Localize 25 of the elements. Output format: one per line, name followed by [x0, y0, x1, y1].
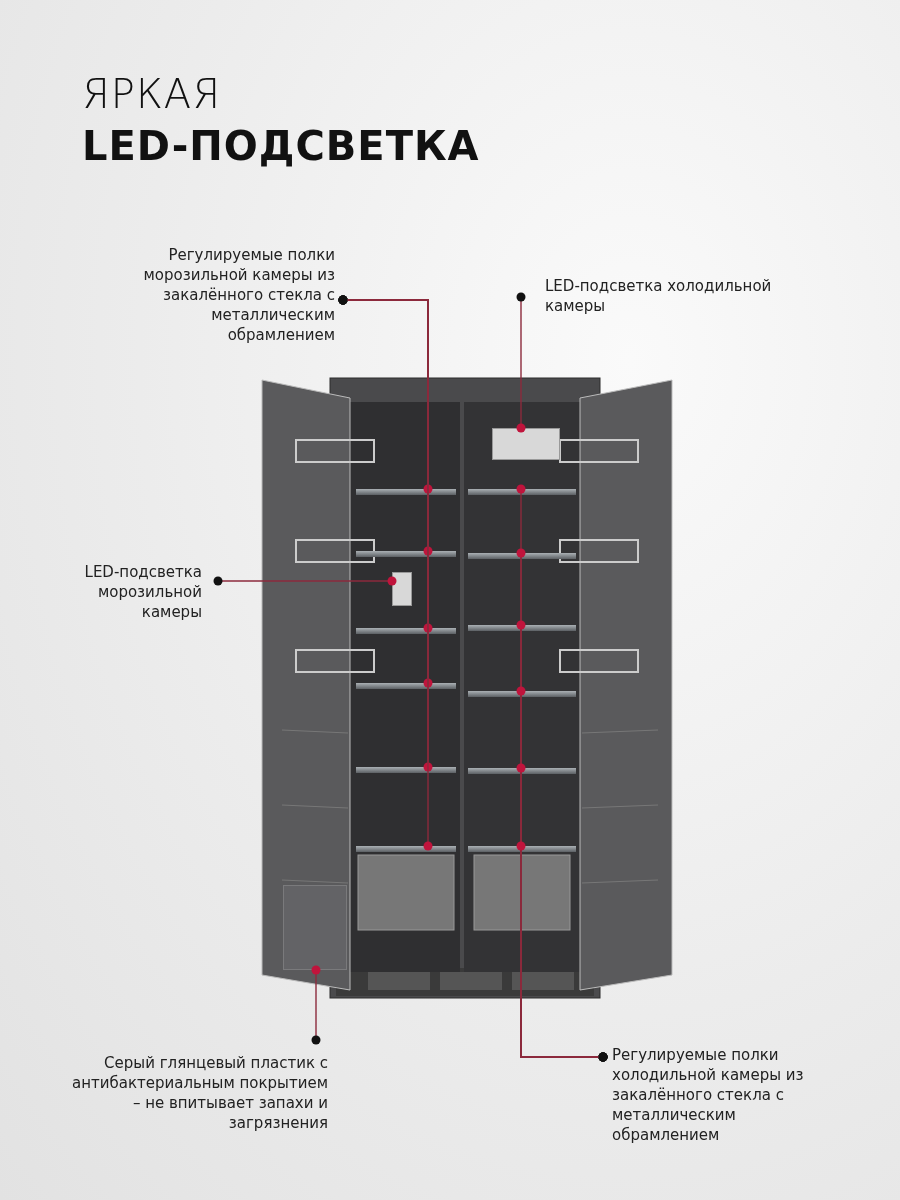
- glass-shelf: [356, 551, 456, 557]
- leader-line: [213, 576, 397, 586]
- glass-shelf: [468, 489, 576, 495]
- glass-shelf: [356, 683, 456, 689]
- glass-shelf: [468, 553, 576, 559]
- leader-line: [311, 965, 321, 1045]
- leader-line: [516, 292, 526, 433]
- callout-text: LED-подсветка холодильной камеры: [545, 276, 775, 316]
- glass-shelf: [468, 846, 576, 852]
- callout-text: Регулируемые полки морозильной камеры из закалённого стекла с металлическим обрамлением: [110, 245, 335, 345]
- glass-shelf: [356, 846, 456, 852]
- leader-line: [516, 841, 608, 1062]
- glass-shelf: [356, 767, 456, 773]
- heading: ЯРКАЯ LED-ПОДСВЕТКА: [82, 70, 480, 171]
- glass-shelf: [468, 691, 576, 697]
- led-lamp: [492, 428, 560, 460]
- callout-text: LED-подсветка морозильной камеры: [40, 562, 202, 622]
- glass-shelf: [468, 625, 576, 631]
- glass-shelf: [356, 489, 456, 495]
- callout-text: Регулируемые полки холодильной камеры из закалённого стекла с металлическим обрамлением: [612, 1045, 842, 1145]
- glass-shelf: [468, 768, 576, 774]
- door-panel: [283, 885, 347, 970]
- led-lamp: [392, 572, 412, 606]
- callout-text: Серый глянцевый пластик с антибактериальным покрытием – не впитывает запахи и загрязнения: [60, 1053, 328, 1133]
- glass-shelf: [356, 628, 456, 634]
